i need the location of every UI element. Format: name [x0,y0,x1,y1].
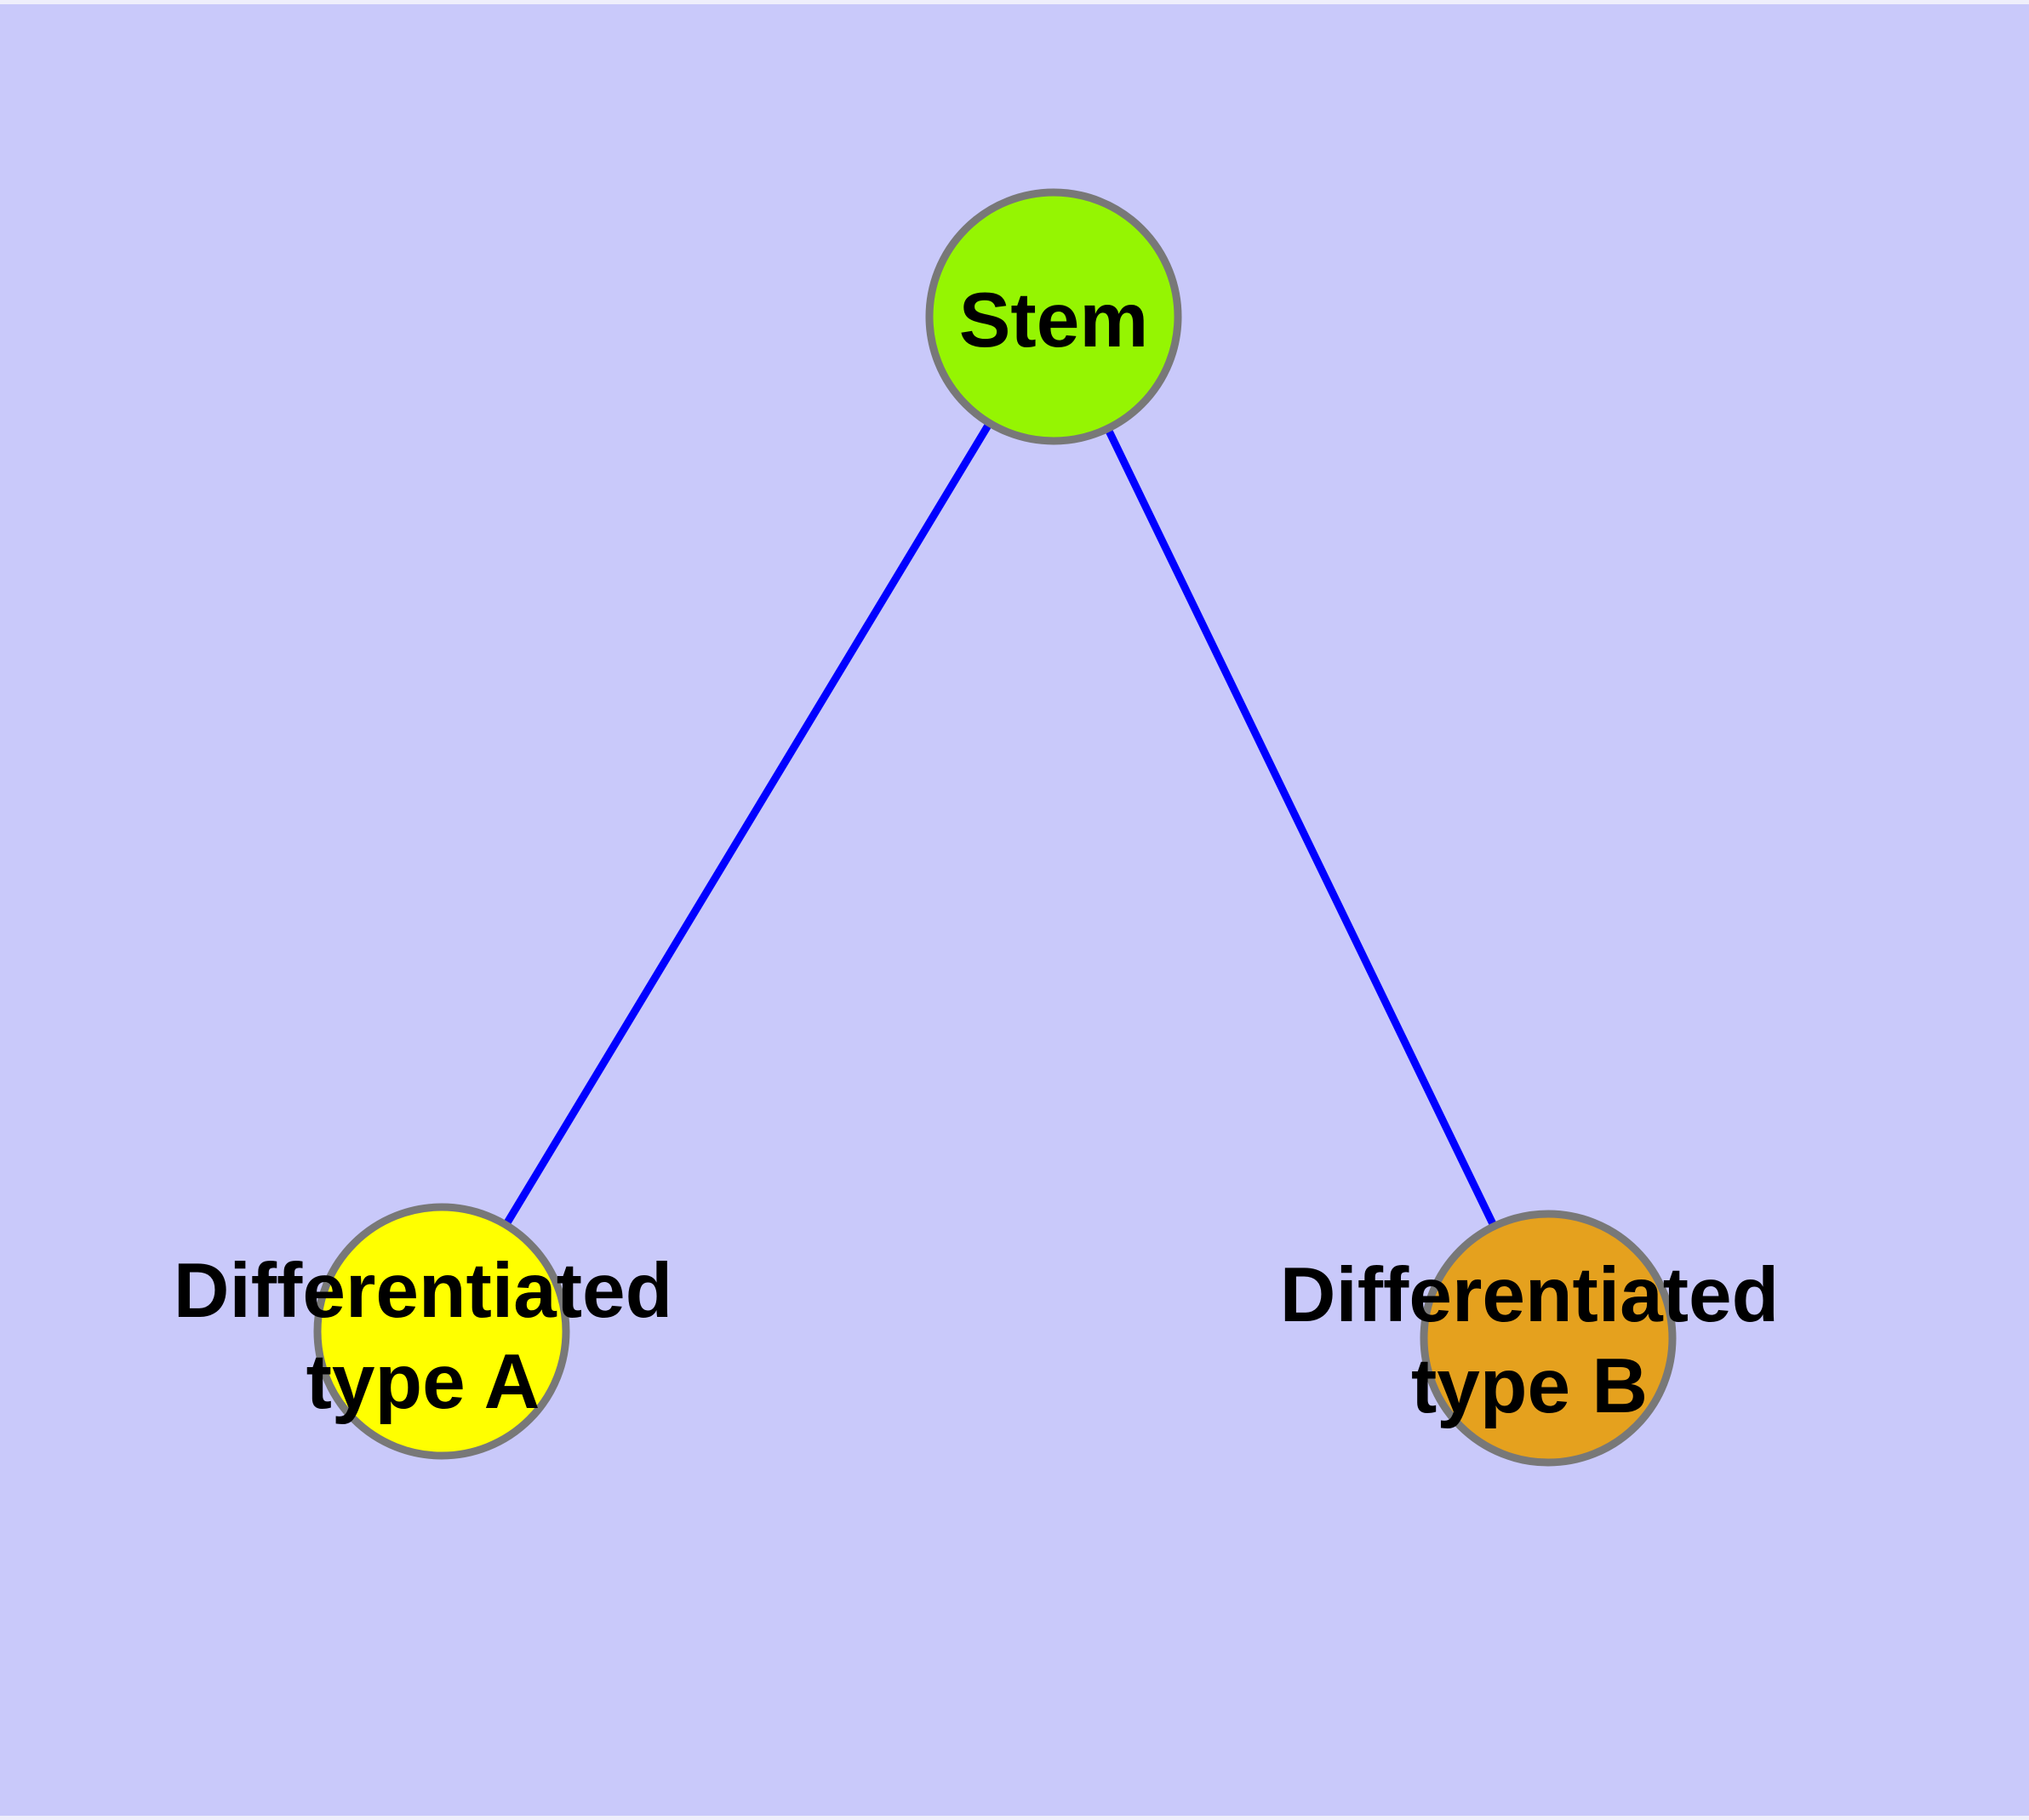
screenshot-bottom-edge [0,1816,2029,1820]
node-type-b-label-line1: Differentiated [1279,1252,1780,1338]
node-stem [925,188,1182,445]
node-type-b-label-line2: type B [1410,1343,1649,1429]
node-type-a-label-line2: type A [306,1339,540,1425]
node-type-a-label-line1: Differentiated [173,1248,673,1334]
screenshot-top-edge [0,0,2029,4]
edge-stem-to-type-b [1049,315,1552,1340]
node-type-b [1420,1210,1677,1467]
edge-stem-to-type-a [438,314,1057,1334]
node-type-a [313,1203,570,1460]
node-stem-label: Stem [958,278,1149,363]
node-type-b-label: Differentiated type B [1280,1250,1780,1432]
node-type-a-label: Differentiated type A [174,1245,673,1428]
